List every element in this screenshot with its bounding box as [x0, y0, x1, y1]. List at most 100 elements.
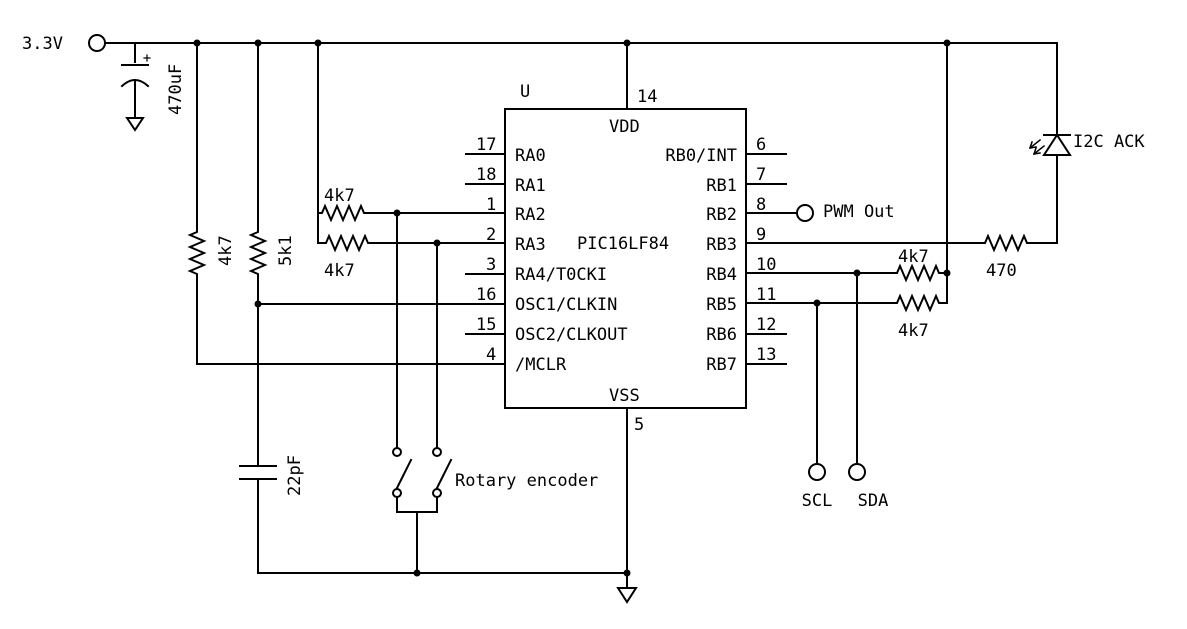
ra2-resistor: 4k7 [317, 42, 506, 223]
pin-number: 3 [486, 255, 496, 275]
pin-name: OSC1/CLKIN [515, 295, 617, 315]
right-pin: 10 RB4 [706, 255, 776, 285]
osc-capacitor-label: 22pF [285, 455, 305, 496]
right-pin: 13 RB7 [706, 345, 787, 375]
pin-number: 2 [486, 225, 496, 245]
right-pin: 6 RB0/INT [665, 135, 787, 166]
osc-resistor: 5k1 [248, 42, 506, 467]
pwm-label: PWM Out [823, 202, 895, 222]
pin-name: RA4/T0CKI [515, 265, 607, 285]
osc-capacitor: 22pF [239, 455, 628, 574]
vdd-pin-number: 14 [637, 87, 657, 107]
chip-ref: U [520, 82, 530, 102]
right-pin: 9 RB3 [706, 225, 766, 255]
pin-number: 9 [756, 225, 766, 245]
left-pin: 16 OSC1/CLKIN [476, 285, 617, 315]
right-pin: 8 RB2 [706, 195, 798, 225]
right-pin: 12 RB6 [706, 315, 787, 345]
supply-label: 3.3V [22, 34, 63, 54]
pin-name: RB4 [706, 265, 737, 285]
junction-dot [254, 300, 262, 308]
mclr-resistor: 4k7 [187, 42, 506, 365]
sda-label: SDA [858, 491, 889, 511]
rb4-resistor: 4k7 [745, 247, 948, 283]
left-pin: 15 OSC2/CLKOUT [465, 315, 628, 345]
scl-label: SCL [802, 491, 833, 511]
pin-name: /MCLR [515, 355, 567, 375]
pin-number: 15 [476, 315, 496, 335]
pin-name: RB7 [706, 355, 737, 375]
left-pin: 3 RA4/T0CKI [465, 255, 607, 285]
right-pin: 11 RB5 [706, 285, 776, 315]
vdd-pin-name: VDD [609, 117, 640, 137]
pin-number: 11 [756, 285, 776, 305]
ra3-resistor: 4k7 [317, 212, 506, 281]
junction-dot [943, 39, 951, 47]
pin-number: 4 [486, 345, 496, 365]
rotary-encoder-label: Rotary encoder [455, 471, 598, 491]
junction-dot [813, 299, 821, 307]
junction-dot [314, 39, 322, 47]
sda-terminal[interactable] [848, 463, 866, 481]
pin-name: RA2 [515, 205, 546, 225]
chip-part: PIC16LF84 [577, 234, 669, 254]
pin-name: RA3 [515, 235, 546, 255]
junction-dot [623, 39, 631, 47]
polarity-plus [143, 54, 151, 62]
ra2-resistor-label: 4k7 [324, 186, 355, 206]
pin-number: 8 [756, 195, 766, 215]
osc-resistor-label: 5k1 [276, 235, 296, 266]
pin-name: RB0/INT [665, 146, 737, 166]
junctions [193, 39, 951, 577]
pin-number: 17 [476, 135, 496, 155]
led-label: I2C ACK [1073, 132, 1145, 152]
left-pin: 17 RA0 [465, 135, 546, 166]
pic-chip: U PIC16LF84 14 VDD 5 VSS 17 RA0 18 RA1 1… [465, 42, 798, 604]
supply-terminal[interactable] [88, 34, 106, 52]
pin-name: RB3 [706, 235, 737, 255]
mclr-resistor-label: 4k7 [216, 235, 236, 266]
rb4-resistor-label: 4k7 [898, 247, 929, 267]
left-pin: 1 RA2 [486, 195, 546, 225]
pin-number: 12 [756, 315, 776, 335]
junction-dot [943, 269, 951, 277]
pin-number: 7 [756, 165, 766, 185]
scl-terminal[interactable] [808, 463, 826, 481]
sda-connector: SDA [848, 272, 889, 511]
pin-number: 1 [486, 195, 496, 215]
scl-connector: SCL [802, 302, 833, 511]
junction-dot [433, 239, 441, 247]
pin-name: RB1 [706, 176, 737, 196]
left-pin: 4 /MCLR [486, 345, 567, 375]
pin-name: RA1 [515, 176, 546, 196]
vss-pin-name: VSS [609, 386, 640, 406]
pin-name: RA0 [515, 146, 546, 166]
pin-number: 13 [756, 345, 776, 365]
pin-name: RB5 [706, 295, 737, 315]
led-resistor-label: 470 [986, 261, 1017, 281]
chip-body [504, 108, 747, 409]
right-pin: 7 RB1 [706, 165, 787, 196]
junction-dot [254, 39, 262, 47]
left-pin: 2 RA3 [486, 225, 546, 255]
ra3-resistor-label: 4k7 [324, 261, 355, 281]
rotary-encoder: Rotary encoder [392, 212, 598, 574]
pwm-terminal[interactable] [796, 204, 814, 222]
junction-dot [623, 569, 631, 577]
junction-dot [193, 39, 201, 47]
junction-dot [413, 569, 421, 577]
junction-dot [853, 269, 861, 277]
ground-symbol-cap [125, 117, 145, 132]
pin-number: 18 [476, 165, 496, 185]
pin-number: 6 [756, 135, 766, 155]
ground-symbol-main [616, 587, 638, 604]
left-pin: 18 RA1 [465, 165, 546, 196]
rb5-resistor-label: 4k7 [898, 321, 929, 341]
pwm-output: PWM Out [796, 202, 895, 222]
pin-name: RB2 [706, 205, 737, 225]
led-resistor: 470 [745, 233, 1058, 281]
ack-led: I2C ACK [1028, 42, 1145, 244]
junction-dot [393, 209, 401, 217]
pin-number: 16 [476, 285, 496, 305]
